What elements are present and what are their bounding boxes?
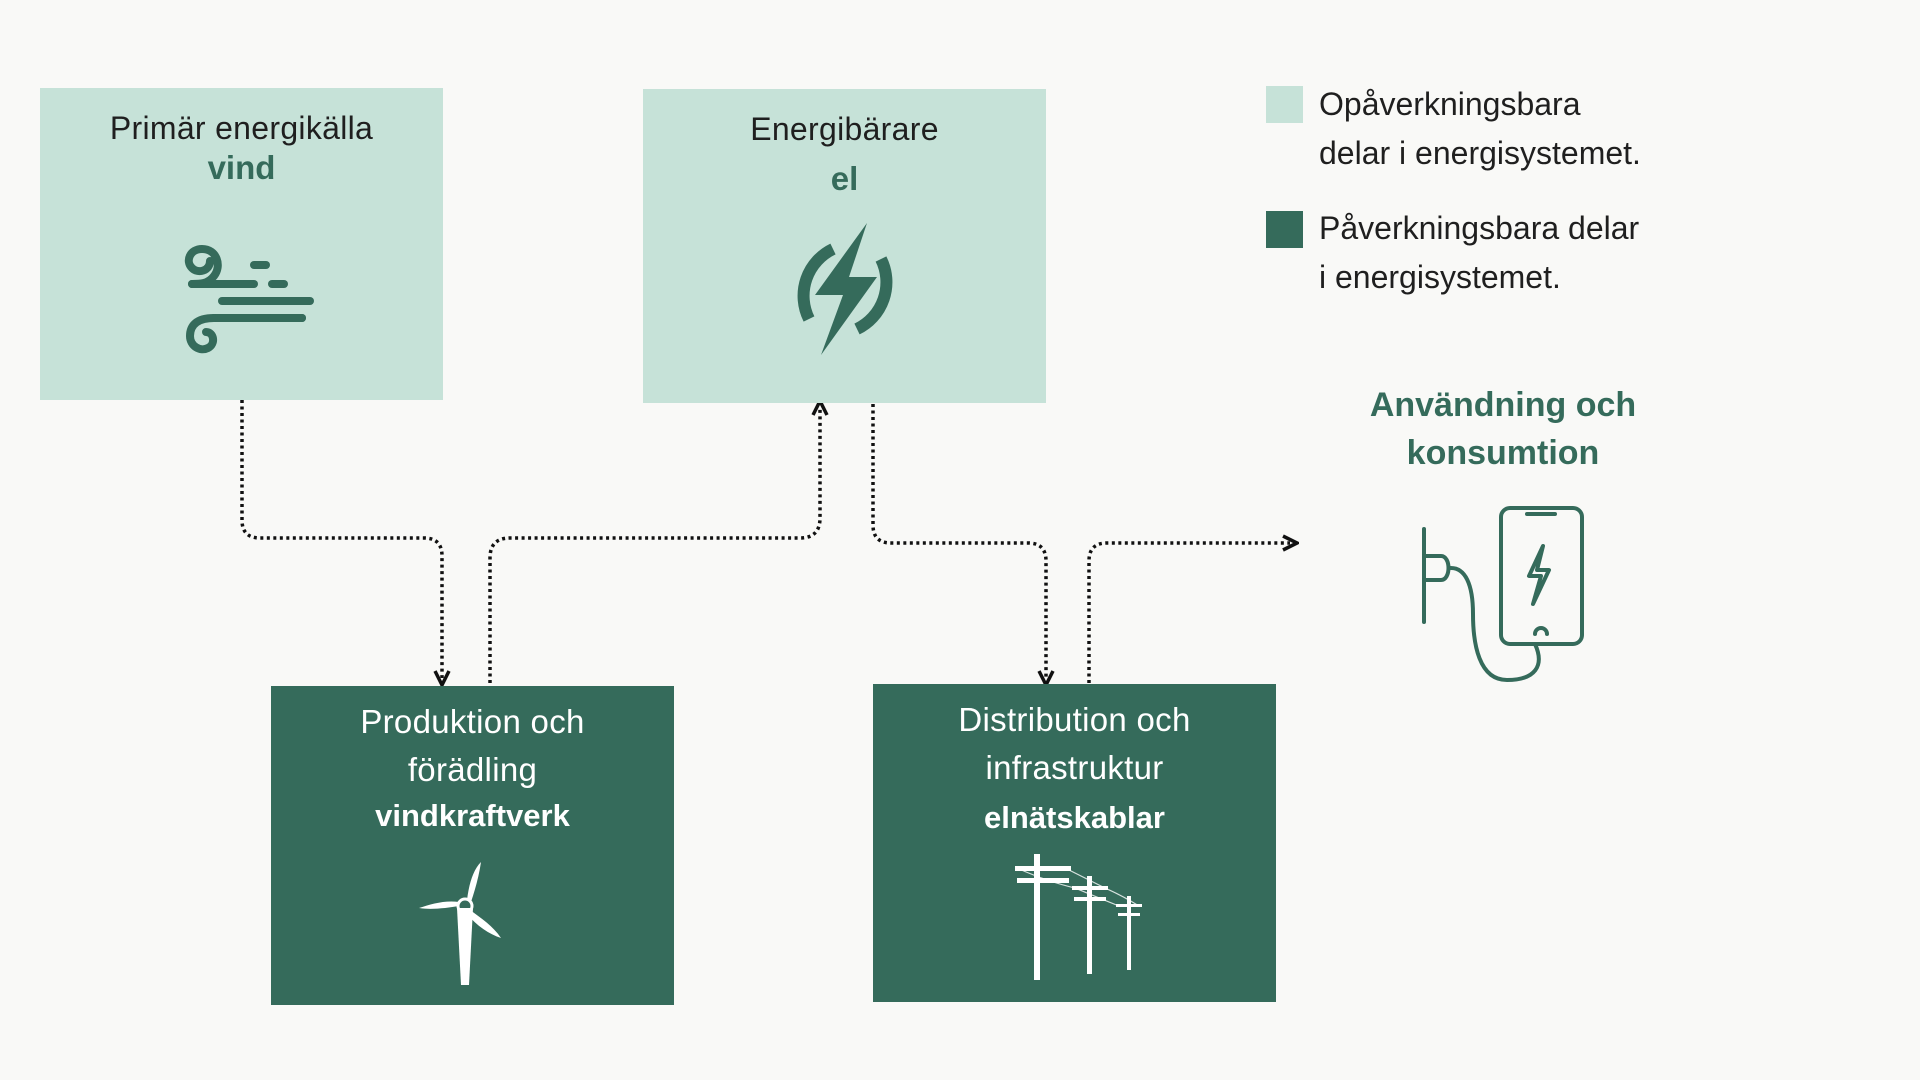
production-emphasis: vindkraftverk — [375, 798, 570, 833]
energy-carrier-label: Energibärare — [750, 111, 939, 147]
wind-icon — [184, 244, 314, 354]
power-line-poles-icon — [1015, 854, 1142, 980]
connector-distribution-to-usage — [1087, 543, 1290, 683]
legend-dark-line1: Påverkningsbara delar — [1319, 210, 1640, 246]
primary-source-label: Primär energikälla — [109, 110, 374, 146]
legend-light-line2: delar i energisystemet. — [1319, 135, 1641, 171]
energy-carrier-box: Energibärare el — [643, 89, 1046, 403]
connector-carrier-to-distribution — [871, 404, 1046, 678]
primary-source-emphasis: vind — [207, 149, 276, 186]
legend-light-line1: Opåverkningsbara — [1319, 86, 1581, 122]
legend-dark-line2: i energisystemet. — [1319, 259, 1561, 295]
production-label-line1: Produktion och — [360, 703, 585, 740]
phone-charging-icon — [1422, 506, 1584, 682]
distribution-label-line2: infrastruktur — [985, 749, 1164, 786]
connector-production-to-carrier — [488, 408, 820, 683]
usage-title: Användning och konsumtion — [1320, 381, 1686, 477]
distribution-box: Distribution och infrastruktur elnätskab… — [873, 684, 1276, 1002]
legend-text-dark: Påverkningsbara delar i energisystemet. — [1319, 204, 1639, 302]
connector-source-to-production — [240, 400, 442, 678]
legend-swatch-light — [1266, 86, 1303, 123]
production-label-line2: förädling — [407, 751, 538, 788]
production-box: Produktion och förädling vindkraftverk — [271, 686, 674, 1005]
legend-text-light: Opåverkningsbara delar i energisystemet. — [1319, 80, 1641, 178]
usage-title-line1: Användning och — [1369, 386, 1637, 424]
distribution-emphasis: elnätskablar — [984, 800, 1165, 835]
lightning-power-icon — [797, 223, 893, 355]
primary-source-box: Primär energikälla vind — [40, 88, 443, 400]
energy-carrier-emphasis: el — [830, 160, 859, 197]
distribution-label-line1: Distribution och — [958, 701, 1191, 738]
usage-title-line2: konsumtion — [1406, 434, 1600, 472]
wind-turbine-icon — [419, 862, 501, 985]
legend-swatch-dark — [1266, 211, 1303, 248]
